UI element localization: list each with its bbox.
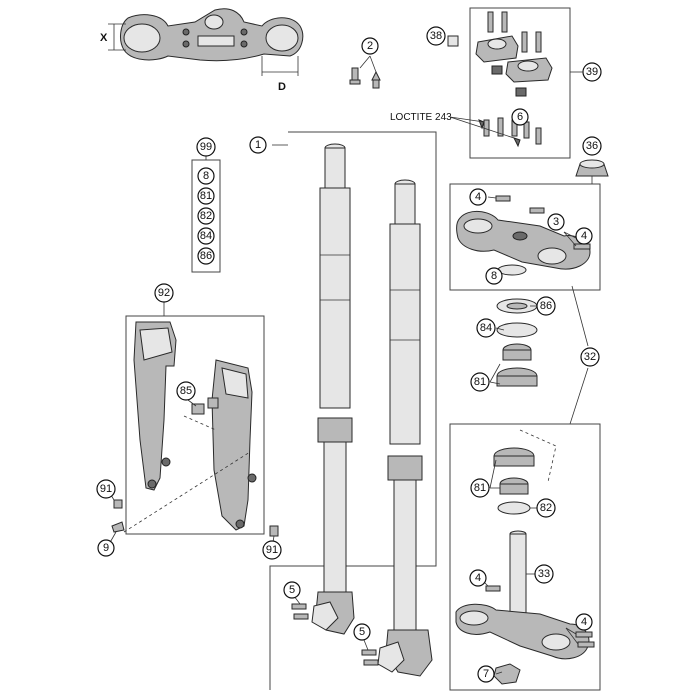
part-36-steering-cap [575, 159, 609, 184]
svg-text:5: 5 [359, 626, 365, 638]
fork-protector-screws [107, 489, 279, 549]
callout-33: 33 [534, 564, 554, 584]
svg-text:8: 8 [203, 170, 209, 182]
svg-text:91: 91 [100, 483, 112, 495]
callout-84-stack: 84 [476, 318, 496, 338]
callout-4-upper-left: 4 [469, 188, 487, 206]
callout-7: 7 [477, 665, 495, 683]
callout-32: 32 [580, 347, 600, 367]
fork-protector-right [211, 359, 257, 531]
svg-text:33: 33 [538, 568, 550, 580]
svg-text:32: 32 [584, 351, 596, 363]
callout-8-upper: 8 [485, 267, 503, 285]
svg-text:99: 99 [200, 141, 212, 153]
callout-36: 36 [582, 136, 602, 156]
part-85-bracket [187, 397, 219, 415]
callout-85: 85 [176, 381, 196, 401]
loctite-243-label: LOCTITE 243 [390, 112, 452, 123]
svg-text:7: 7 [483, 668, 489, 680]
svg-text:4: 4 [475, 191, 481, 203]
callout-91-right: 91 [262, 540, 282, 560]
callout-82-lower: 82 [536, 498, 556, 518]
lower-triple-clamp-group-frame [449, 423, 601, 691]
svg-text:85: 85 [180, 385, 192, 397]
fork-protector-left [133, 321, 177, 491]
dimension-d-label: D [278, 81, 286, 93]
svg-text:84: 84 [480, 322, 492, 334]
fork-leg-left [311, 143, 355, 635]
callout-92: 92 [154, 283, 174, 303]
callout-5-right: 5 [353, 623, 371, 641]
callout-4-lower-right: 4 [575, 613, 593, 631]
svg-text:8: 8 [491, 270, 497, 282]
fork-protector-group-frame [125, 315, 265, 535]
part-2-valve [349, 55, 381, 89]
top-triple-clamp-dimension-view: X D [100, 8, 304, 93]
svg-text:9: 9 [103, 542, 109, 554]
fork-leg-right [377, 179, 433, 677]
callout-9: 9 [97, 539, 115, 557]
svg-text:4: 4 [475, 572, 481, 584]
svg-text:92: 92 [158, 287, 170, 299]
svg-text:82: 82 [200, 210, 212, 222]
handlebar-clamp-group-frame [469, 7, 571, 159]
dimension-x-label: X [100, 32, 108, 44]
svg-text:39: 39 [586, 66, 598, 78]
svg-text:4: 4 [581, 616, 587, 628]
kit-list-item-84: 84 [197, 227, 215, 245]
callout-86-stack: 86 [536, 296, 556, 316]
upper-triple-clamp [456, 195, 591, 276]
callout-4-lower-left: 4 [469, 569, 487, 587]
svg-text:2: 2 [367, 40, 373, 52]
lower-triple-clamp-with-stem [455, 530, 595, 685]
kit-list-item-86: 86 [197, 247, 215, 265]
callout-4-upper-right: 4 [575, 227, 593, 245]
svg-text:3: 3 [553, 216, 559, 228]
callout-5-left: 5 [283, 581, 301, 599]
svg-text:86: 86 [540, 300, 552, 312]
upper-triple-clamp-group-frame [449, 183, 601, 291]
svg-text:5: 5 [289, 584, 295, 596]
svg-text:36: 36 [586, 140, 598, 152]
callout-81-upper: 81 [470, 372, 490, 392]
svg-text:81: 81 [474, 376, 486, 388]
svg-text:38: 38 [430, 30, 442, 42]
lower-bearing-stack [493, 447, 535, 515]
handlebar-clamps: LOCTITE 243 [390, 11, 553, 148]
callout-38: 38 [426, 26, 446, 46]
svg-text:86: 86 [200, 250, 212, 262]
upper-bearing-stack [496, 298, 538, 387]
svg-text:82: 82 [540, 502, 552, 514]
callout-99: 99 [196, 137, 216, 157]
svg-text:81: 81 [474, 482, 486, 494]
kit-list-item-81: 81 [197, 187, 215, 205]
kit-list-item-82: 82 [197, 207, 215, 225]
svg-text:6: 6 [517, 111, 523, 123]
callout-1: 1 [249, 136, 267, 154]
callout-6: 6 [511, 108, 529, 126]
callout-81-lower: 81 [470, 478, 490, 498]
svg-text:91: 91 [266, 544, 278, 556]
svg-text:84: 84 [200, 230, 212, 242]
svg-text:1: 1 [255, 139, 261, 151]
svg-text:4: 4 [581, 230, 587, 242]
callout-39: 39 [582, 62, 602, 82]
steering-head-outline [519, 429, 557, 483]
fork-legs-group-frame [269, 131, 437, 690]
callout-3: 3 [547, 213, 565, 231]
axle-clamp-screws [291, 595, 379, 666]
kit-list-item-8: 8 [197, 167, 215, 185]
callout-2: 2 [361, 37, 379, 55]
callout-91-left: 91 [96, 479, 116, 499]
svg-text:81: 81 [200, 190, 212, 202]
